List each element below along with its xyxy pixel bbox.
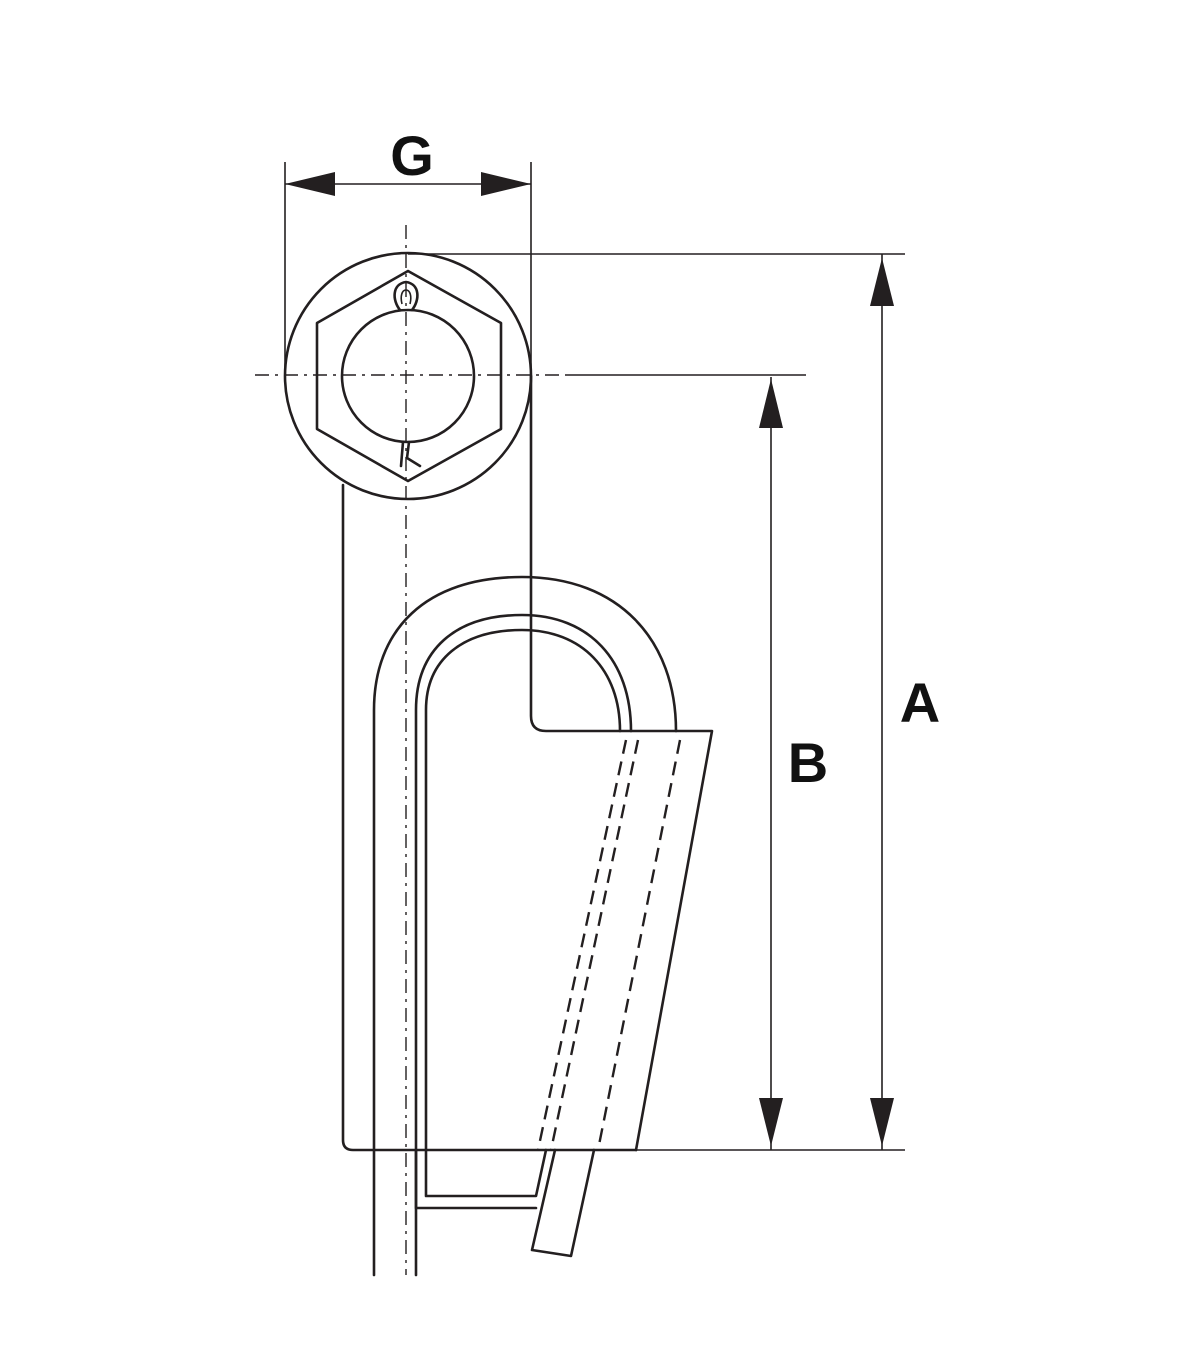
wire-rope bbox=[372, 575, 678, 1277]
cotter-pin-ends bbox=[399, 440, 422, 468]
thimble-base bbox=[424, 1148, 548, 1198]
pin-circle bbox=[340, 308, 476, 444]
hidden-line-2 bbox=[549, 739, 640, 1151]
rope-inner bbox=[414, 613, 633, 1277]
eye-head bbox=[283, 251, 533, 501]
dimension-g: G bbox=[284, 124, 532, 375]
hidden-line-1 bbox=[536, 739, 628, 1151]
centerlines bbox=[255, 225, 565, 1275]
thimble-inner bbox=[424, 628, 622, 1152]
socket-left-edge bbox=[341, 483, 638, 1152]
dimension-a-label: A bbox=[900, 671, 940, 734]
dimension-a-arrow-top bbox=[870, 258, 894, 306]
socket-right-edge bbox=[529, 374, 714, 1152]
rope-tail bbox=[530, 1148, 596, 1258]
dimension-g-arrow-left bbox=[285, 172, 335, 196]
dimension-b-arrow-bottom bbox=[759, 1098, 783, 1146]
dimension-b-label: B bbox=[788, 731, 828, 794]
cotter-pin-inner bbox=[400, 289, 412, 305]
hex-nut bbox=[315, 269, 503, 483]
cotter-pin-loop bbox=[393, 280, 419, 312]
dimension-b: B bbox=[565, 374, 828, 1150]
hidden-line-3 bbox=[596, 739, 682, 1151]
dimension-b-arrow-top bbox=[759, 379, 783, 428]
rope-outer bbox=[372, 575, 678, 1277]
dimension-a-arrow-bottom bbox=[870, 1098, 894, 1146]
socket-body bbox=[341, 374, 714, 1152]
rope-bottom bbox=[414, 1148, 538, 1210]
dimension-g-arrow-right bbox=[481, 172, 531, 196]
dimension-g-label: G bbox=[390, 124, 434, 187]
